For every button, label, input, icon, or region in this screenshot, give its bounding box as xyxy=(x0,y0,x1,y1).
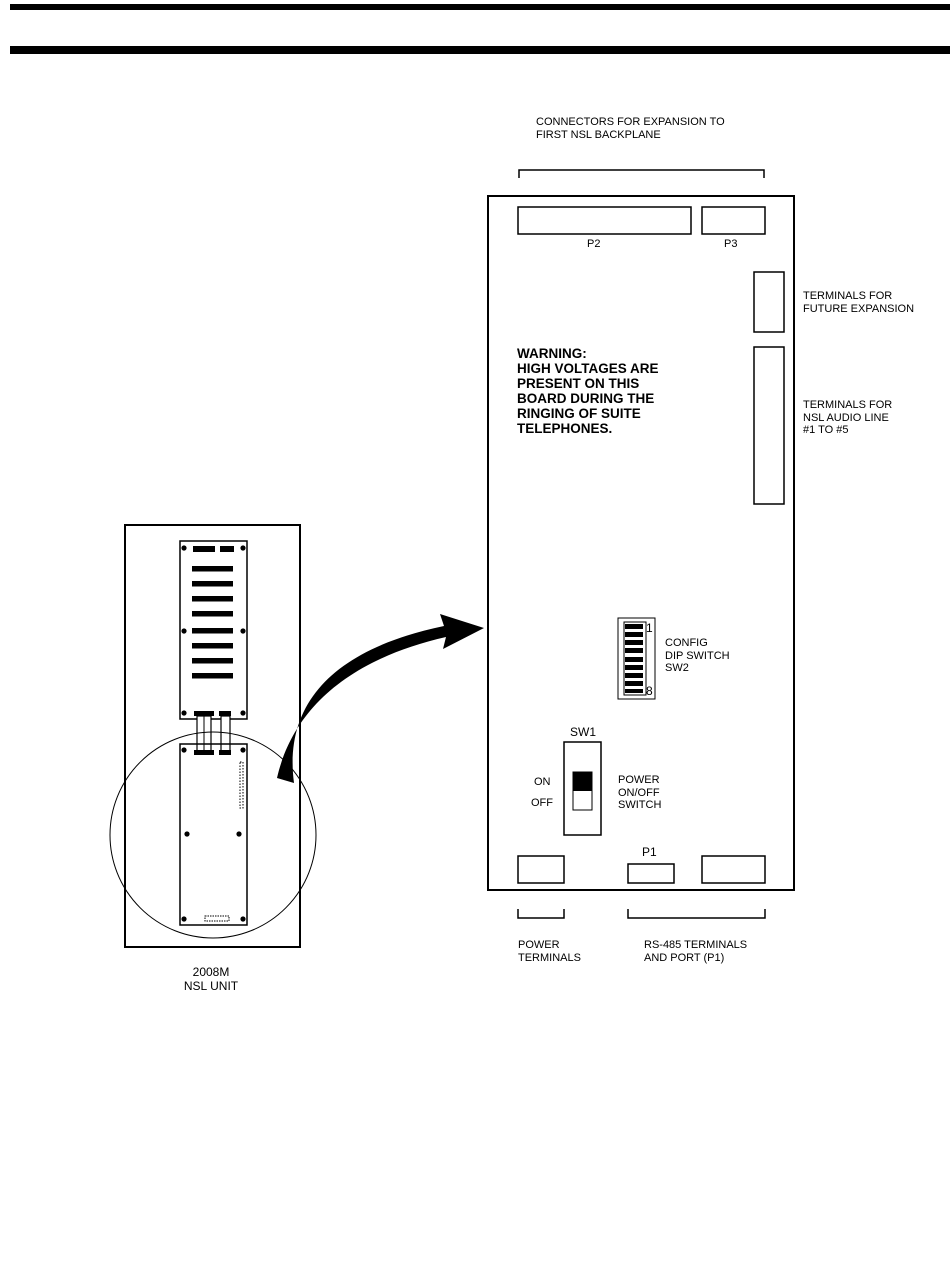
sw1-label: SW1 xyxy=(570,725,597,739)
dip-switch-sw2 xyxy=(617,617,656,700)
bracket-rs485 xyxy=(627,909,766,919)
dip-position-1-label: 1 xyxy=(646,621,653,635)
upper-board xyxy=(179,540,248,720)
connector-p2 xyxy=(517,206,692,235)
terminal-future-expansion xyxy=(753,271,785,333)
board-outline xyxy=(487,195,795,891)
bracket-power xyxy=(517,909,565,919)
lower-board xyxy=(179,743,248,926)
expansion-connectors-label: CONNECTORS FOR EXPANSION TO FIRST NSL BA… xyxy=(536,116,725,141)
p3-label: P3 xyxy=(724,238,738,250)
future-expansion-label: TERMINALS FOR FUTURE EXPANSION xyxy=(803,290,915,315)
connector-p1 xyxy=(627,863,675,884)
power-terminal-block xyxy=(517,855,565,884)
audio-line-label: TERMINALS FOR NSL AUDIO LINE #1 TO #5 xyxy=(803,399,893,436)
bracket-top xyxy=(518,169,765,178)
nsl-unit-outline xyxy=(124,524,301,948)
config-dip-label: CONFIG DIP SWITCH SW2 xyxy=(665,637,730,674)
magnify-circle xyxy=(109,731,317,939)
rs485-terminal-block xyxy=(701,855,766,884)
on-label: ON xyxy=(534,776,551,788)
header-rule-bottom xyxy=(10,46,950,54)
unit-name-label: 2008M NSL UNIT xyxy=(183,965,239,993)
magnify-arrow xyxy=(277,614,484,783)
high-voltage-warning: WARNING: HIGH VOLTAGES ARE PRESENT ON TH… xyxy=(517,346,659,436)
p1-label: P1 xyxy=(642,845,657,859)
terminal-audio-line xyxy=(753,346,785,505)
p2-label: P2 xyxy=(587,238,601,250)
connector-p3 xyxy=(701,206,766,235)
header-rule-top xyxy=(10,4,950,10)
dip-position-8-label: 8 xyxy=(646,684,653,698)
power-switch-label: POWER ON/OFF SWITCH xyxy=(618,774,662,811)
off-label: OFF xyxy=(531,797,553,809)
rs485-label: RS-485 TERMINALS AND PORT (P1) xyxy=(644,939,748,964)
power-terminals-label: POWER TERMINALS xyxy=(518,939,581,964)
power-switch-sw1 xyxy=(563,741,602,836)
ribbon-cables xyxy=(194,711,231,755)
